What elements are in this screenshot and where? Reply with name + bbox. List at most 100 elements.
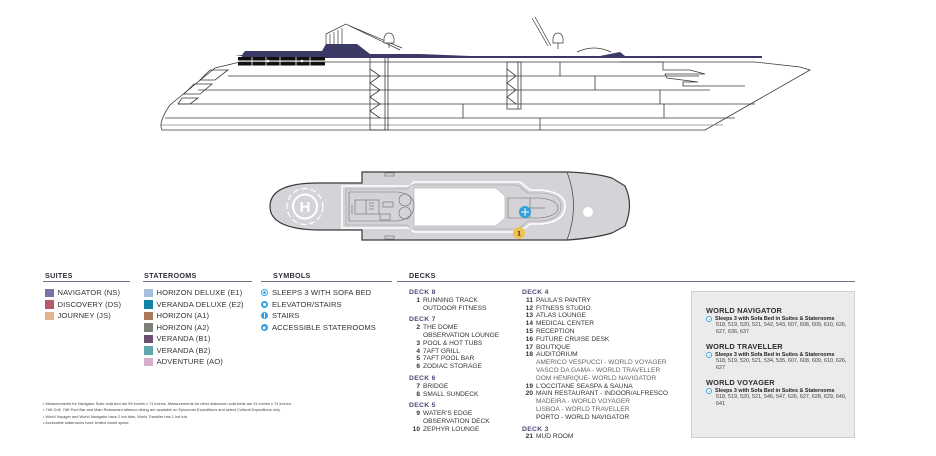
ship-feature-text: Sleeps 3 with Sofa Bed in Suites & State… [715,352,835,358]
venue-number: 17 [525,343,533,351]
journey-swatch [45,311,54,320]
symbols-rule [261,281,392,282]
venue-number: 8 [416,390,420,398]
staterooms-legend: HORIZON DELUXE (E1) VERANDA DELUXE (E2) … [144,287,244,368]
venue-name: ATLAS LOUNGE [536,312,587,320]
legend-item-elevator-stairs: ELEVATOR/STAIRS [261,299,376,311]
horizon-a1-swatch [144,311,153,320]
venue-subtitle: AMERICO VESPUCCI - WORLD VOYAGER [536,359,667,367]
footnote: • 7Aft Grill, 7Aft Pool Bar and Main Res… [43,407,281,413]
horizon-a2-swatch [144,323,153,332]
ship-world-navigator: WORLD NAVIGATOR Sleeps 3 with Sofa Bed i… [706,306,848,336]
venue-number: 2 [416,324,420,332]
veranda-b1-swatch [144,334,153,343]
venue-name: SMALL SUNDECK [423,390,479,398]
radar-dome-aft [383,32,395,44]
venue-number: 7 [416,382,420,390]
helipad-letter: H [300,199,311,216]
callout-marker [513,227,525,239]
venue-name: MUD ROOM [536,433,574,441]
suites-legend: NAVIGATOR (NS) DISCOVERY (DS) JOURNEY (J… [45,287,121,322]
legend-item-discovery: DISCOVERY (DS) [45,299,121,311]
deck-title: DECK 6 [409,374,436,382]
venue-name: FITNESS STUDIO [536,304,591,312]
venue-subtitle: OUTDOOR FITNESS [423,304,487,312]
legend-item-stairs: STAIRS [261,310,376,322]
callout-number: 1 [517,231,521,238]
legend-item-journey: JOURNEY (JS) [45,310,121,322]
venue-name: THE DOME [423,324,458,332]
sofa-bed-dot-icon [706,388,712,394]
symbols-legend: SLEEPS 3 WITH SOFA BED ELEVATOR/STAIRS S… [261,287,376,333]
superstructure-roof [235,44,625,56]
footnote: • Measurements for Navigator Suite sofa … [43,401,292,406]
venue-name: ZEPHYR LOUNGE [423,425,480,433]
venue-number: 21 [525,433,533,441]
ship-name: WORLD NAVIGATOR [706,306,783,315]
venue-subtitle: DOM HENRIQUE- WORLD NAVIGATOR [536,374,657,382]
venue-number: 16 [525,335,533,343]
ship-world-voyager: WORLD VOYAGER Sleeps 3 with Sofa Bed in … [706,378,848,408]
venue-subtitle: PORTO - WORLD NAVIGATOR [536,413,630,421]
venue-name: BRIDGE [423,382,449,390]
deck-title: DECK 7 [409,316,436,324]
venue-subtitle: OBSERVATION LOUNGE [423,331,500,339]
venue-number: 14 [525,320,533,328]
venue-name: 7AFT POOL BAR [423,355,475,363]
ship-world-traveller: WORLD TRAVELLER Sleeps 3 with Sofa Bed i… [706,342,848,372]
venue-name: FUTURE CRUISE DESK [536,335,610,343]
venue-name: RECEPTION [536,327,575,335]
venue-number: 1 [416,296,420,304]
legend-item-accessible: ACCESSIBLE STATEROOMS [261,322,376,334]
venue-number: 9 [416,410,420,418]
venue-name: MAIN RESTAURANT - INDOOR/ALFRESCO [536,390,669,398]
legend-item-horizon-a2: HORIZON (A2) [144,322,244,334]
sofa-bed-dot-icon [706,352,712,358]
ship-room-list: 518, 519, 520, 521, 546, 547, 626, 627, … [716,394,847,407]
accessible-icon [261,323,268,331]
deck-title: DECK 4 [522,289,549,296]
elevator-stairs-icon [261,300,268,308]
horizon-deluxe-swatch [144,288,153,297]
venue-subtitle: LISBOA - WORLD TRAVELLER [536,405,630,413]
ship-name: WORLD TRAVELLER [706,342,783,351]
sofa-bed-ships-panel: WORLD NAVIGATOR Sleeps 3 with Sofa Bed i… [691,291,855,438]
adventure-swatch [144,357,153,366]
stairs-icon [261,312,268,320]
venue-subtitle: OBSERVATION DECK [423,417,490,425]
decks-rule [397,281,855,282]
ship-room-list: 518, 519, 520, 521, 542, 543, 607, 608, … [716,322,847,335]
venue-number: 11 [526,296,533,304]
staterooms-heading: STATEROOMS [144,271,197,280]
ship-feature: Sleeps 3 with Sofa Bed in Suites & State… [706,352,848,358]
venue-name: WATER'S EDGE [423,410,473,418]
ship-feature-text: Sleeps 3 with Sofa Bed in Suites & State… [715,388,835,394]
venue-number: 18 [525,351,533,359]
sofa-bed-dot-icon [261,289,268,297]
veranda-deluxe-swatch [144,300,153,309]
venue-name: RUNNING TRACK [423,296,478,304]
legend-item-veranda-b2: VERANDA (B2) [144,345,244,357]
sofa-bed-dot-icon [706,316,712,322]
legend-item-horizon-a1: HORIZON (A1) [144,310,244,322]
symbols-heading: SYMBOLS [273,271,311,280]
